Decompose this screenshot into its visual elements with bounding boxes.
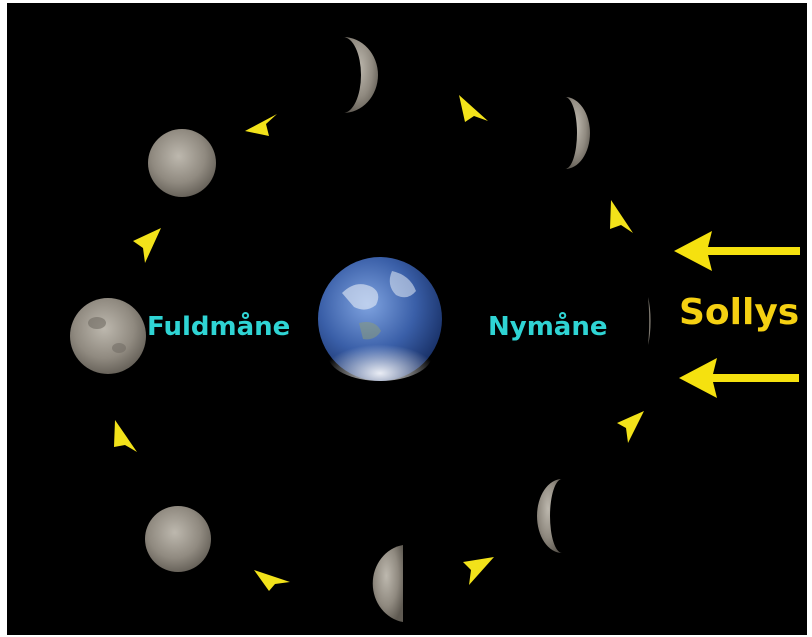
diagram-canvas (70, 37, 800, 622)
sunlight-arrow (679, 358, 799, 398)
earth-image (318, 257, 442, 381)
moon-phases-diagram: Fuldmåne Nymåne Sollys (7, 3, 807, 635)
orbit-arrow (610, 200, 633, 233)
moon-phase-full-moon (70, 298, 146, 374)
orbit-arrow (617, 411, 644, 443)
sunlight-label: Sollys (679, 292, 800, 333)
orbit-arrow (114, 420, 137, 452)
orbit-arrow (459, 95, 488, 122)
orbit-arrow (463, 557, 494, 585)
moon-phase-top (343, 37, 378, 113)
sunlight-arrows (674, 231, 800, 398)
moon-phase-new-moon (648, 297, 651, 345)
sunlight-arrow (674, 231, 800, 271)
moon-phase-lower-left (145, 506, 211, 572)
moon-phase-upper-left (148, 129, 216, 197)
moon-phase-lower-right (537, 479, 562, 553)
moon-phase-waning-crescent-upper-right (565, 97, 590, 169)
moon-phase-lower-middle (372, 545, 403, 622)
orbit-arrow (245, 114, 277, 136)
new-moon-label: Nymåne (488, 312, 608, 342)
orbit-arrow (254, 570, 290, 591)
orbit-arrow (133, 228, 161, 263)
full-moon-label: Fuldmåne (147, 312, 291, 342)
orbit-arrows (114, 95, 644, 591)
